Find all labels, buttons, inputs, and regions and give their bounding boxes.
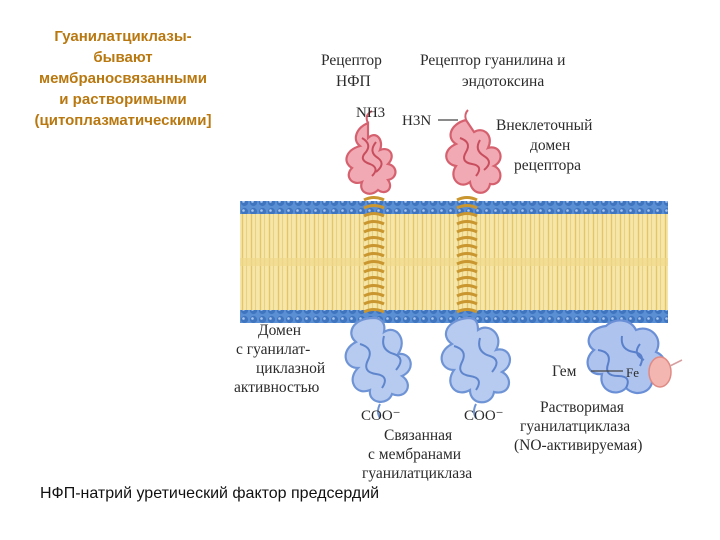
soluble-cyclase-label: Растворимая гуанилатциклаза (NO-активиру… xyxy=(514,399,642,454)
extracellular-label-line: Внеклеточный xyxy=(496,117,592,134)
transmembrane-helix-right xyxy=(456,196,478,314)
heme-group xyxy=(648,356,672,388)
iron-label: Fe xyxy=(626,365,639,380)
guanylin-label-line: Рецептор гуанилина и xyxy=(420,52,565,69)
guanylin-receptor-label: Рецептор гуанилина и эндотоксина xyxy=(420,52,565,90)
extracellular-label-line: домен xyxy=(530,137,570,154)
cyclase-domain-right xyxy=(440,316,512,404)
soluble-guanylate-cyclase xyxy=(586,319,683,395)
extracellular-domain-label: Внеклеточный домен рецептора xyxy=(496,117,592,174)
caption-title: Гуанилатциклазы- бывают мембраносвязанны… xyxy=(8,26,238,131)
membrane-bound-cyclase-label: Связанная с мембранами гуанилатциклаза xyxy=(362,427,472,482)
caption-line: бывают xyxy=(93,49,153,66)
heme-label: Гем xyxy=(552,363,577,380)
transmembrane-helix-left xyxy=(363,196,385,314)
npr-label-line: НФП xyxy=(336,73,371,90)
cyclase-domain-left xyxy=(344,316,412,403)
cyclase-label-line: с гуанилат- xyxy=(236,341,310,358)
cyclase-domain-label: Домен с гуанилат- циклазной активностью xyxy=(234,322,325,396)
soluble-label-line: гуанилатциклаза xyxy=(520,418,630,435)
cell-membrane xyxy=(240,201,668,323)
extracellular-domain-right xyxy=(445,118,502,194)
npr-receptor xyxy=(344,110,412,419)
carboxy-terminus-left: COO⁻ xyxy=(361,408,401,424)
soluble-label-line: (NO-активируемая) xyxy=(514,437,642,454)
amino-terminus-left: NH3 xyxy=(356,105,385,121)
npr-label-line: Рецептор xyxy=(321,52,382,69)
guanylin-receptor xyxy=(440,109,512,419)
cyclase-label-line: Домен xyxy=(258,322,301,339)
soluble-label-line: Растворимая xyxy=(540,399,624,416)
membrane-bound-label-line: Связанная xyxy=(384,427,452,444)
cyclase-label-line: активностью xyxy=(234,379,319,396)
caption-line: мембраносвязанными xyxy=(39,70,207,87)
carboxy-terminus-right: COO⁻ xyxy=(464,408,504,424)
extracellular-domain-left xyxy=(345,121,397,195)
cyclase-label-line: циклазной xyxy=(256,360,325,377)
npr-receptor-label: Рецептор НФП xyxy=(321,52,382,90)
amino-terminus-right: H3N xyxy=(402,113,431,129)
membrane-bound-label-line: с мембранами xyxy=(368,446,461,463)
membrane-bound-label-line: гуанилатциклаза xyxy=(362,465,472,482)
footnote: НФП-натрий уретический фактор предсердий xyxy=(40,485,380,502)
caption-line: и растворимыми xyxy=(59,91,187,108)
extracellular-label-line: рецептора xyxy=(514,157,581,174)
guanylin-label-line: эндотоксина xyxy=(462,73,544,90)
caption-line: Гуанилатциклазы- xyxy=(54,28,192,45)
caption-line: (цитоплазматическими] xyxy=(34,112,212,129)
